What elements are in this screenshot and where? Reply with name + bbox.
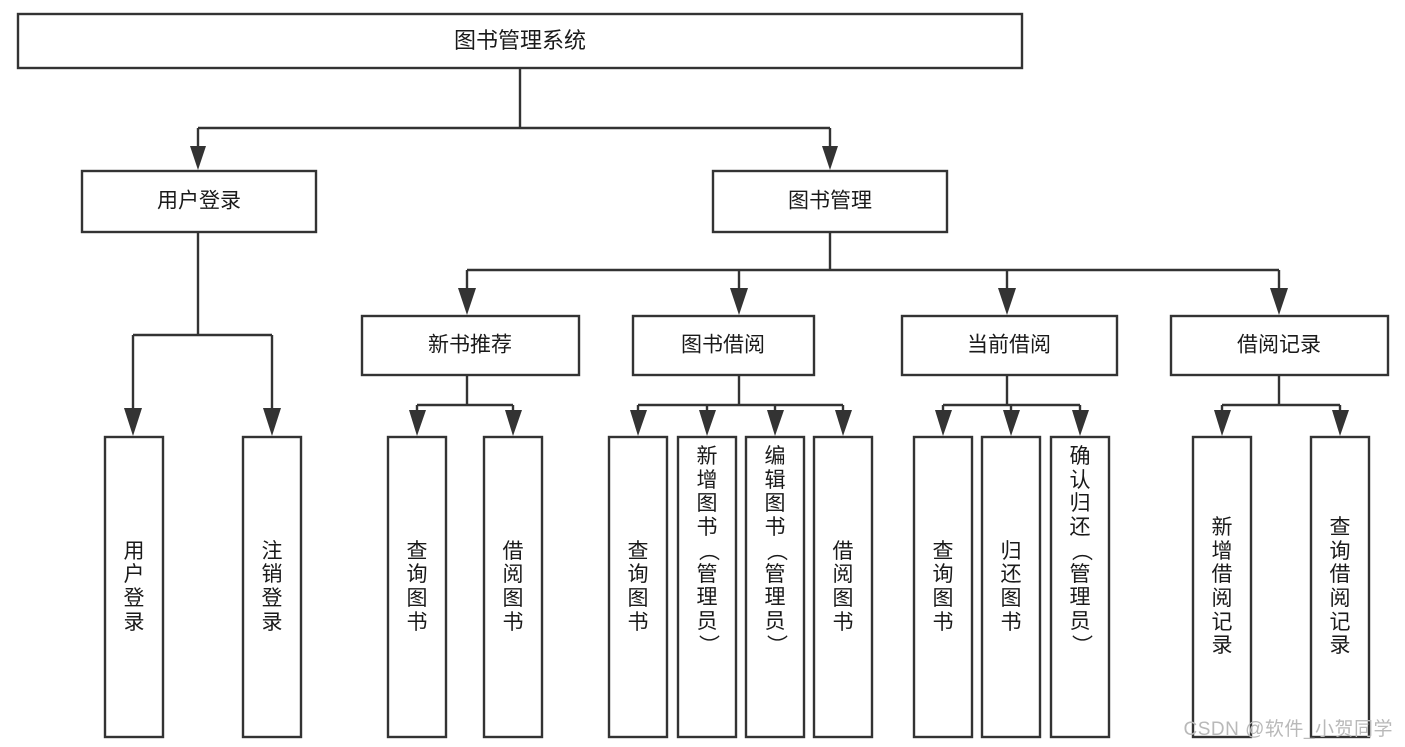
arrow-l3-0 [458, 288, 476, 315]
node-book-borrow-label: 图书借阅 [681, 334, 765, 357]
arrow-cb-1 [1003, 410, 1020, 436]
leaf-box-book-borrow-1[interactable] [676, 435, 738, 739]
leaf-box-current-borrow-1[interactable] [980, 435, 1042, 739]
arrow-ul-1 [263, 408, 281, 436]
leaf-box-current-borrow-0[interactable] [912, 435, 974, 739]
node-user-login[interactable]: 用户登录 [80, 169, 318, 234]
leaf-box-new-book-1[interactable] [482, 435, 544, 739]
node-new-book-recommend-box[interactable] [360, 314, 581, 377]
connectors-book-manage [458, 232, 1288, 315]
arrow-nb-0 [409, 410, 426, 436]
arrow-bb-1 [699, 410, 716, 436]
node-book-manage-box[interactable] [711, 169, 949, 234]
node-new-book-recommend-label: 新书推荐 [428, 334, 512, 357]
arrow-user-login [190, 146, 206, 170]
connectors-new-book-recommend [409, 375, 522, 436]
arrow-cb-2 [1072, 410, 1089, 436]
arrow-ul-0 [124, 408, 142, 436]
leaf-box-new-book-0[interactable] [386, 435, 448, 739]
arrow-bb-3 [835, 410, 852, 436]
connectors-root [190, 68, 838, 170]
node-borrow-record[interactable]: 借阅记录 [1169, 314, 1390, 377]
connectors-book-borrow [630, 375, 852, 436]
arrow-bb-2 [767, 410, 784, 436]
arrow-book-manage [822, 146, 838, 170]
arrow-l3-3 [1270, 288, 1288, 315]
leaf-box-book-borrow-2[interactable] [744, 435, 806, 739]
arrow-br-0 [1214, 410, 1231, 436]
node-root-box[interactable] [16, 12, 1024, 70]
node-book-manage-label: 图书管理 [788, 190, 872, 213]
leaf-box-current-borrow-2[interactable] [1049, 435, 1111, 739]
node-book-borrow[interactable]: 图书借阅 [631, 314, 816, 377]
node-new-book-recommend[interactable]: 新书推荐 [360, 314, 581, 377]
node-book-manage[interactable]: 图书管理 [711, 169, 949, 234]
arrow-l3-2 [998, 288, 1016, 315]
node-borrow-record-label: 借阅记录 [1237, 334, 1321, 357]
node-user-login-box[interactable] [80, 169, 318, 234]
connectors-borrow-record [1214, 375, 1349, 436]
node-book-borrow-box[interactable] [631, 314, 816, 377]
node-current-borrow[interactable]: 当前借阅 [900, 314, 1119, 377]
node-current-borrow-box[interactable] [900, 314, 1119, 377]
node-root-label: 图书管理系统 [454, 28, 586, 53]
arrow-cb-0 [935, 410, 952, 436]
node-root[interactable]: 图书管理系统 [16, 12, 1024, 70]
arrow-br-1 [1332, 410, 1349, 436]
arrow-nb-1 [505, 410, 522, 436]
leaf-box-book-borrow-3[interactable] [812, 435, 874, 739]
connectors-user-login [124, 232, 281, 436]
leaf-box-book-borrow-0[interactable] [607, 435, 669, 739]
node-current-borrow-label: 当前借阅 [967, 334, 1051, 357]
leaf-box-user-login-0[interactable] [103, 435, 165, 739]
arrow-l3-1 [730, 288, 748, 315]
node-borrow-record-box[interactable] [1169, 314, 1390, 377]
leaf-box-user-login-1[interactable] [241, 435, 303, 739]
node-user-login-label: 用户登录 [157, 190, 241, 213]
leaf-box-borrow-record-1[interactable] [1309, 435, 1371, 739]
connectors-current-borrow [935, 375, 1089, 436]
leaf-box-borrow-record-0[interactable] [1191, 435, 1253, 739]
arrow-bb-0 [630, 410, 647, 436]
